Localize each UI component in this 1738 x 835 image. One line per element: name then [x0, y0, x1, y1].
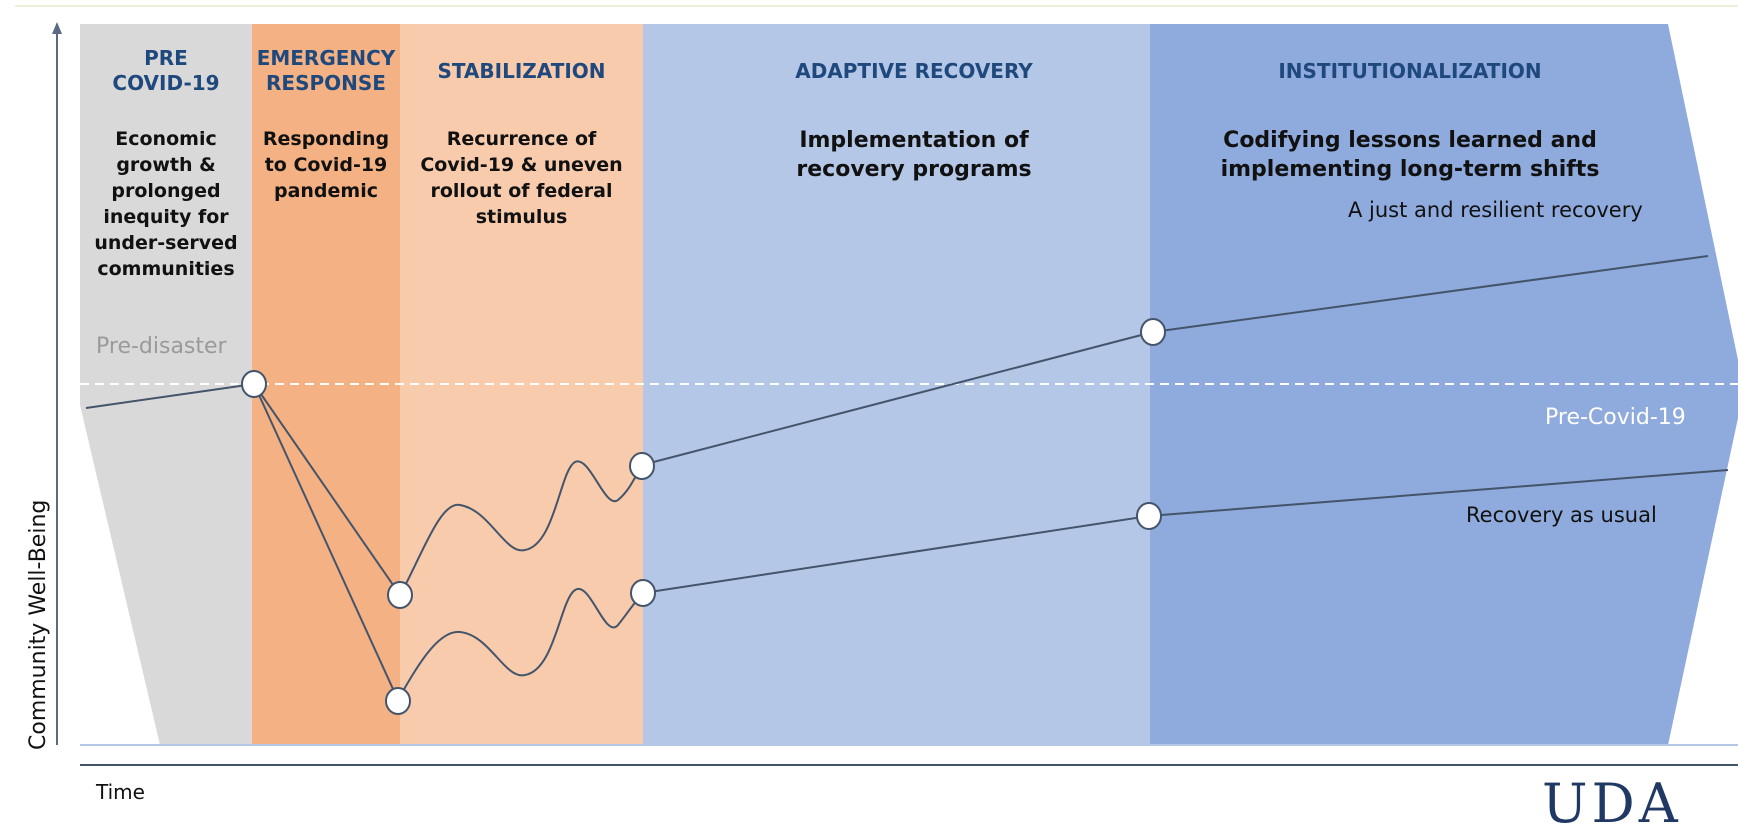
line-pre-covid — [85, 383, 255, 409]
line-recovery-as-usual — [1148, 469, 1729, 517]
label-pre-covid: Pre-Covid-19 — [1545, 405, 1686, 430]
milestone-circle — [1140, 318, 1166, 346]
label-recovery-as-usual: Recovery as usual — [1466, 503, 1657, 527]
y-axis-arrow — [52, 22, 62, 34]
phase-bg-institutional — [1150, 24, 1738, 745]
y-axis-label: Community Well-Being — [26, 499, 51, 750]
line-stabilization-lower — [397, 587, 644, 701]
milestone-circle — [1136, 502, 1162, 530]
phase-bg-pre-covid — [80, 24, 252, 745]
diagram-canvas — [15, 5, 1738, 766]
line-adaptive-upper — [641, 331, 1154, 466]
logo: UDA — [1542, 772, 1682, 835]
phase-title-stabilization: STABILIZATION — [437, 59, 606, 83]
trajectory-lines — [85, 255, 1729, 701]
line-adaptive-lower — [642, 515, 1150, 594]
phase-title-adaptive: ADAPTIVE RECOVERY — [795, 59, 1033, 83]
milestone-circle — [241, 370, 267, 398]
milestone-circle — [385, 687, 411, 715]
milestone-circle — [629, 452, 655, 480]
milestone-circle — [630, 579, 656, 607]
line-drop-lower — [253, 383, 399, 701]
line-stabilization-upper — [399, 460, 643, 596]
label-pre-disaster: Pre-disaster — [96, 334, 227, 359]
phase-title-institutional: INSTITUTIONALIZATION — [1278, 59, 1542, 83]
label-just-recovery: A just and resilient recovery — [1348, 198, 1643, 222]
milestones — [241, 318, 1166, 715]
milestone-circle — [387, 581, 413, 609]
x-axis-label: Time — [96, 780, 145, 804]
line-just-recovery — [1152, 255, 1709, 333]
line-drop-upper — [253, 383, 401, 596]
